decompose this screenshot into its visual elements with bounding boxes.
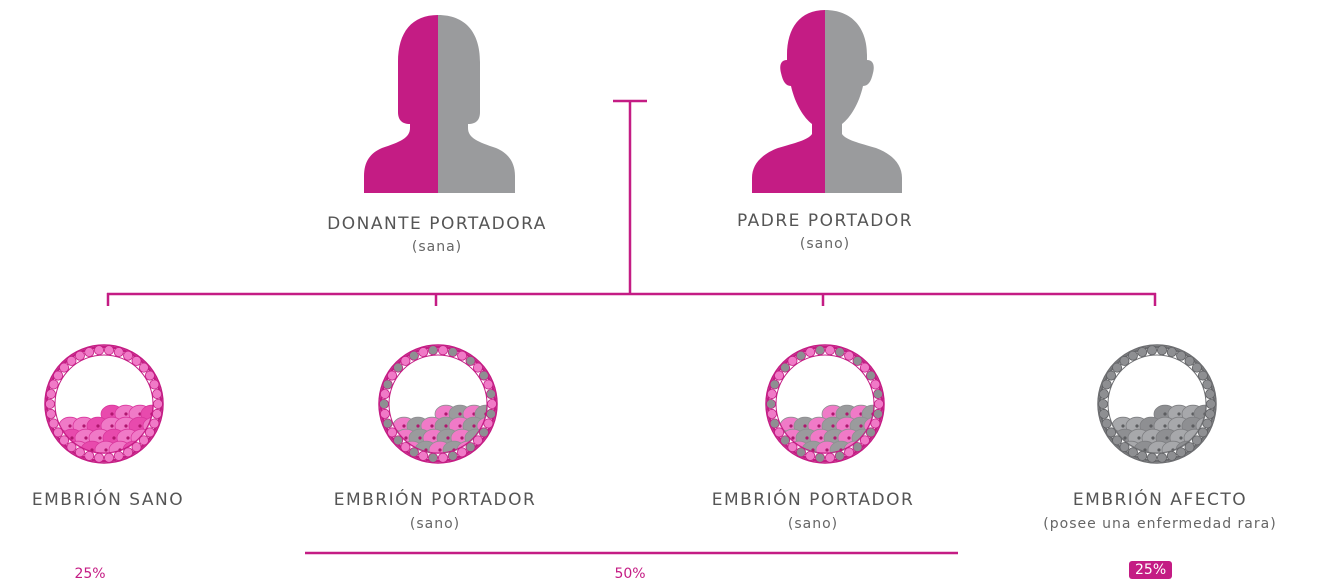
- embryo-carrier-icon: [765, 344, 885, 464]
- father-subtitle: (sano): [799, 236, 851, 252]
- carrier-percentage: 50%: [614, 566, 646, 582]
- embryo-carrier-icon: [378, 344, 498, 464]
- embryo-4-subtitle: (posee una enfermedad rara): [1043, 516, 1277, 532]
- embryo-4-title: EMBRIÓN AFECTO: [1072, 490, 1248, 510]
- father-title: PADRE PORTADOR: [736, 211, 914, 231]
- healthy-percentage: 25%: [74, 566, 106, 582]
- embryo-3-title: EMBRIÓN PORTADOR: [711, 490, 915, 510]
- mother-title: DONANTE PORTADORA: [327, 214, 547, 234]
- mother-subtitle: (sana): [411, 239, 463, 255]
- embryo-1-title: EMBRIÓN SANO: [31, 490, 185, 510]
- embryo-2-title: EMBRIÓN PORTADOR: [333, 490, 537, 510]
- affected-percentage: 25%: [1129, 561, 1173, 579]
- embryo-2-subtitle: (sano): [409, 516, 461, 532]
- embryo-3-subtitle: (sano): [787, 516, 839, 532]
- embryo-affected-icon: [1097, 344, 1217, 464]
- embryo-healthy-icon: [44, 344, 164, 464]
